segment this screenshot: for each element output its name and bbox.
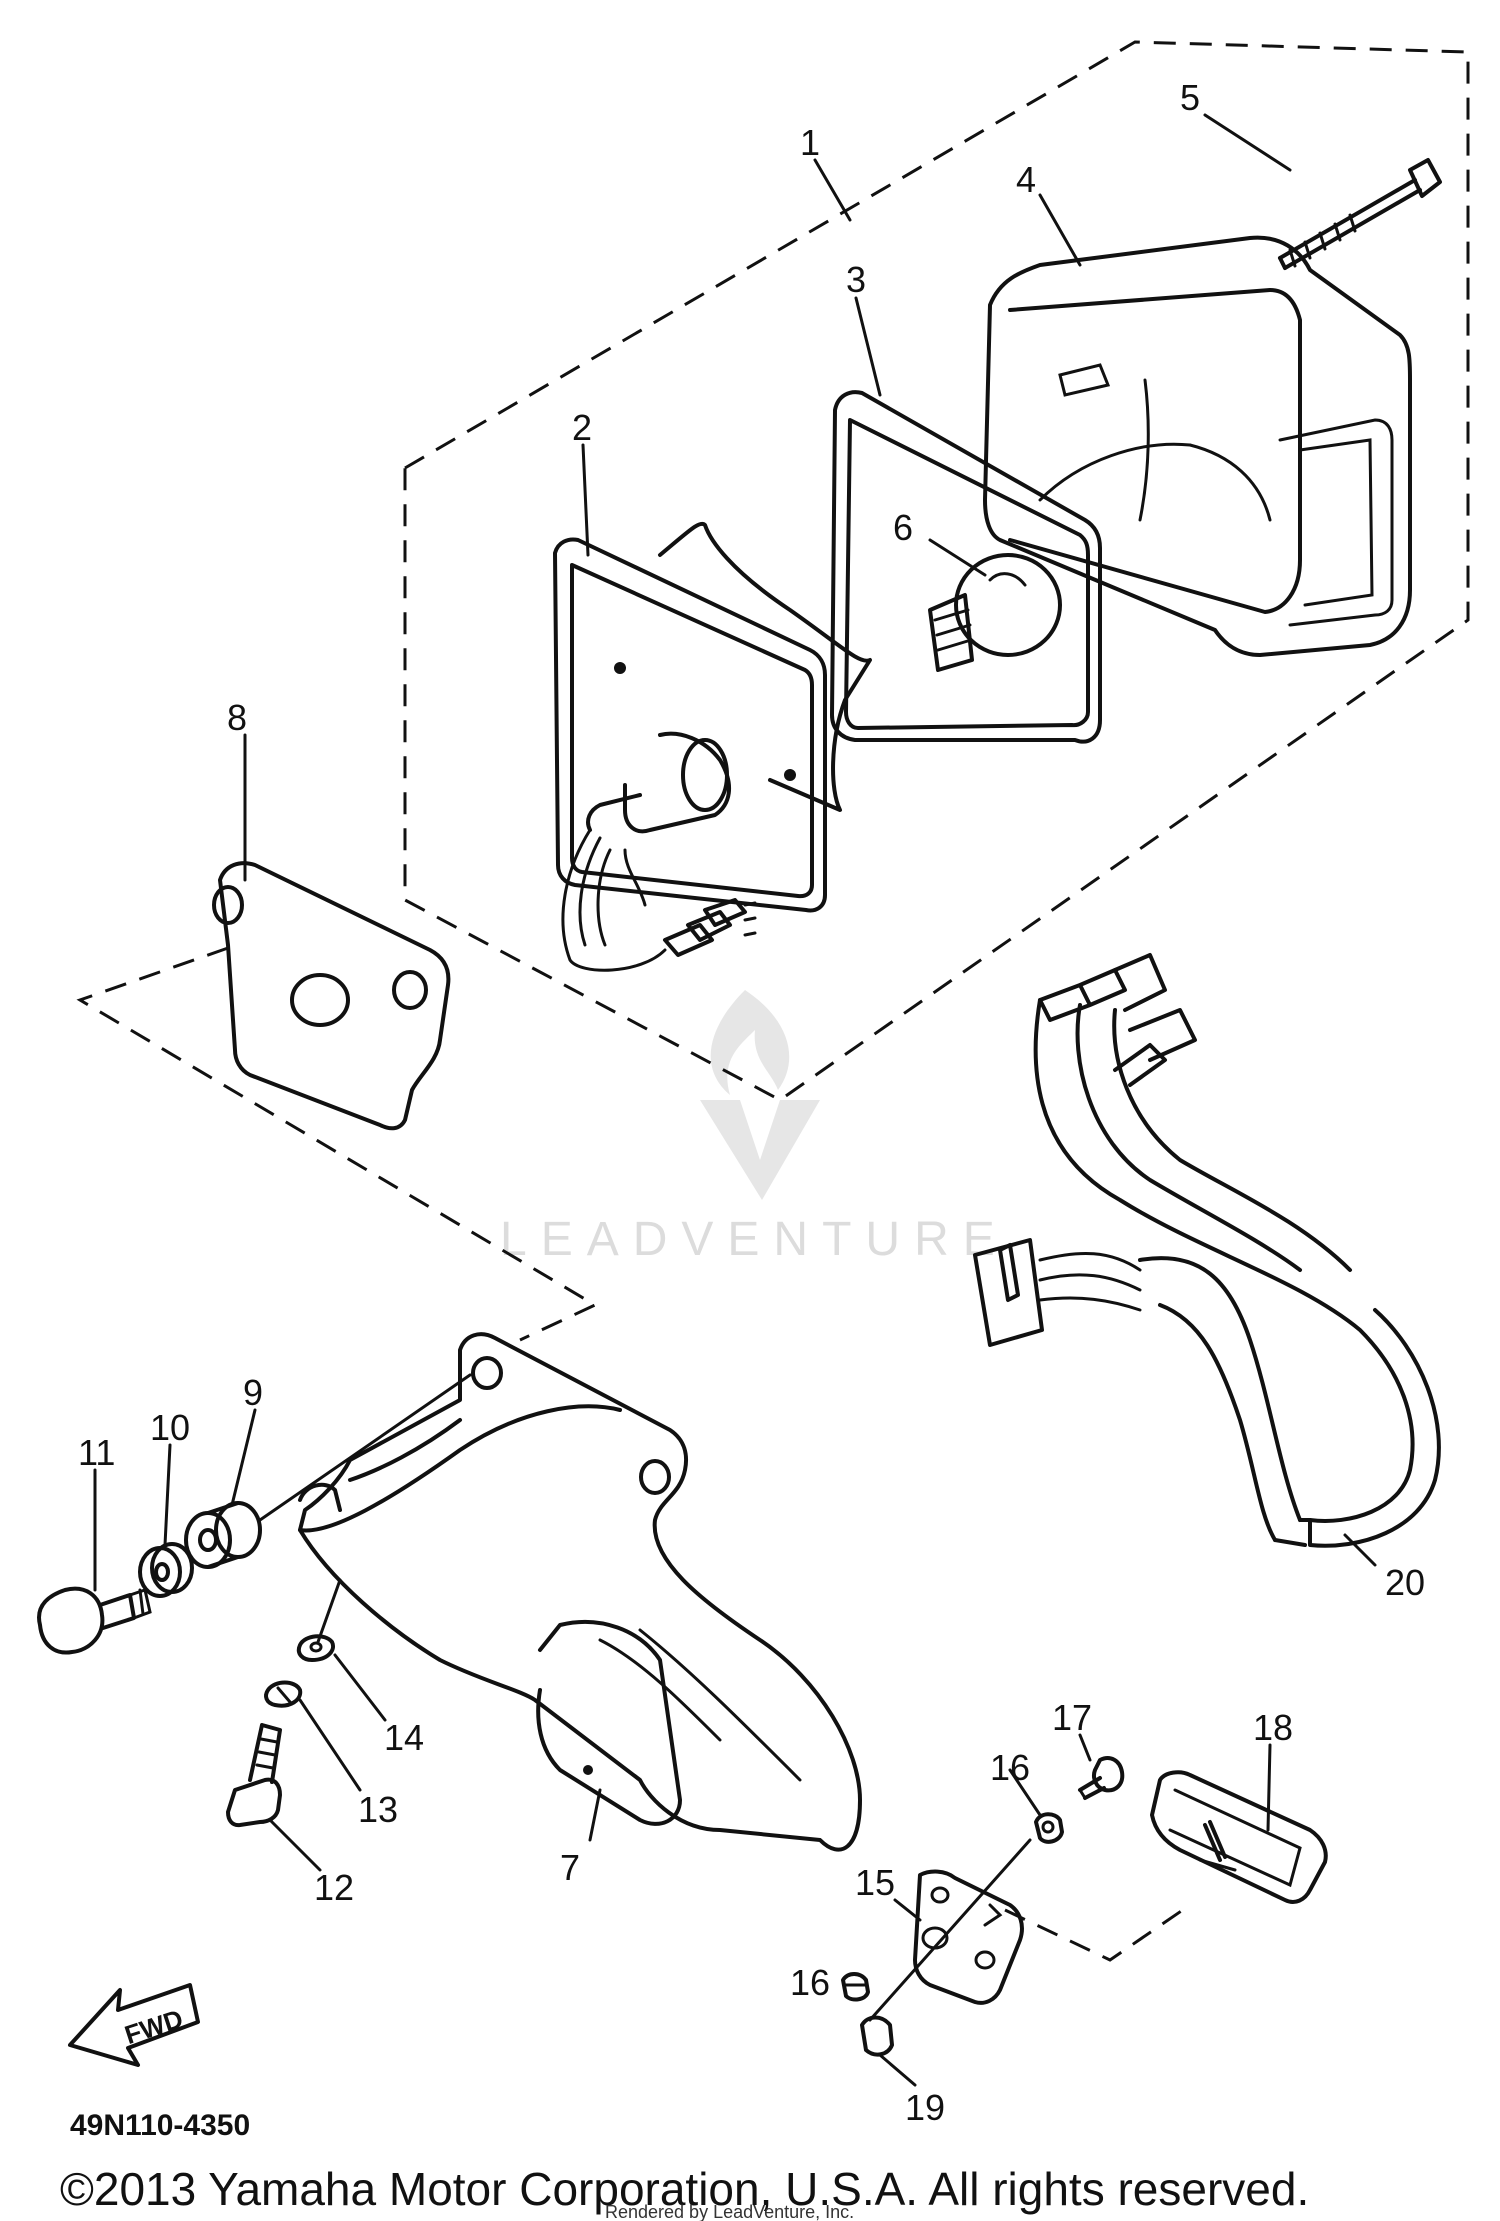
callout-5: 5 [1180,77,1200,118]
leader-8-dashed [76,946,599,1342]
part-5-bolt [1278,158,1442,270]
part-15-bracket [913,1869,1024,2005]
part-13-lockwasher [264,1680,303,1708]
rendered-by-text: Rendered by LeadVenture, Inc. [605,2202,854,2221]
callout-3: 3 [846,259,866,300]
callout-11: 11 [78,1432,115,1473]
callout-9: 9 [243,1372,263,1413]
callout-10: 10 [150,1407,190,1448]
watermark-logo: LEADVENTURE [500,990,1009,1266]
callout-12: 12 [314,1867,354,1908]
callout-2: 2 [572,407,592,448]
part-7-bracket [298,1332,862,1852]
assembly-boundary [403,40,1470,1102]
callout-14: 14 [384,1717,424,1758]
part-2-base [553,521,872,972]
callout-4: 4 [1016,159,1036,200]
part-16-nut-upper [1034,1812,1064,1844]
part-18-lens [1150,1770,1328,1904]
callout-16-lower: 16 [790,1962,830,2003]
leader-9-11-axis [258,1373,472,1522]
part-16-nut-lower [841,1972,870,2002]
callout-19: 19 [905,2087,945,2128]
part-19-nut [860,2015,894,2057]
watermark-text: LEADVENTURE [500,1213,1009,1266]
part-8-plate [212,861,451,1131]
part-6-bulb [928,553,1062,672]
callout-20: 20 [1385,1562,1425,1603]
callout-13: 13 [358,1789,398,1830]
callout-18: 18 [1253,1707,1293,1748]
part-20-harness [973,953,1441,1548]
callout-6: 6 [893,507,913,548]
leader-license-axis [868,1838,1032,2022]
part-17-screw [1078,1756,1125,1800]
part-12-bolt [226,1723,282,1828]
fwd-arrow-icon: FWD [68,1983,200,2067]
leader-18-dashed [1004,1903,1191,1962]
callout-1: 1 [800,122,820,163]
part-9-collar [184,1501,262,1569]
part-4-lens [983,235,1412,657]
callout-17: 17 [1052,1697,1092,1738]
part-3-gasket [830,390,1102,744]
fwd-label: FWD [121,2003,187,2050]
callout-16-upper: 16 [990,1747,1030,1788]
copyright-text: ©2013 Yamaha Motor Corporation, U.S.A. A… [60,2163,1309,2215]
callout-7: 7 [560,1847,580,1888]
part-11-bolt [37,1586,152,1655]
part-10-washer [138,1542,194,1598]
diagram-code: 49N110-4350 [70,2109,250,2142]
callout-leaders [93,113,1377,2087]
callout-8: 8 [227,697,247,738]
leader-14-axis [316,1578,342,1644]
callout-15: 15 [855,1862,895,1903]
part-14-washer [296,1634,335,1662]
